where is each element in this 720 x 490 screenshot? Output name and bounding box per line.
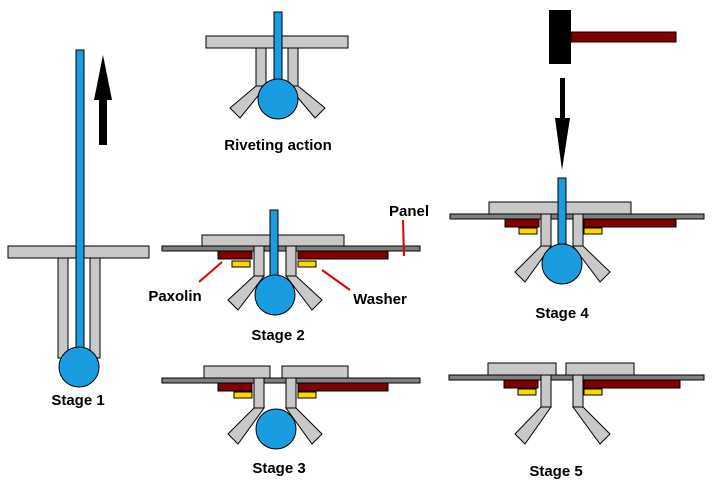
stage-5-figure: Stage 5 xyxy=(448,362,705,480)
rivet-body-right xyxy=(89,257,101,359)
paxolin-left xyxy=(503,379,539,389)
washer-right xyxy=(583,388,603,396)
paxolin-pointer xyxy=(198,261,223,283)
paxolin-right xyxy=(583,218,677,228)
rivet-body-left xyxy=(540,213,552,247)
washer-left xyxy=(233,391,253,399)
rivet-leg-right xyxy=(572,245,611,283)
washer-left xyxy=(518,227,538,235)
hammer-head xyxy=(549,10,571,64)
rivet-body-left xyxy=(255,47,267,87)
washer-right xyxy=(297,260,317,268)
mandrel-head xyxy=(255,408,297,450)
rivet-body-left xyxy=(253,245,265,277)
rivet-body-right xyxy=(285,377,297,409)
washer-left xyxy=(517,388,537,396)
stage-3-label: Stage 3 xyxy=(252,460,305,477)
stage-2-figure: Stage 2 Panel Paxolin Washer xyxy=(148,203,429,344)
panel-pointer xyxy=(402,219,405,257)
paxolin-right xyxy=(297,250,389,260)
mandrel-head xyxy=(541,243,583,285)
mandrel-stem xyxy=(557,177,567,245)
rivet-body-right xyxy=(287,47,299,87)
rivet-flange-right xyxy=(281,365,349,379)
panel-label: Panel xyxy=(389,203,429,220)
rivet-flange-right xyxy=(565,362,635,376)
pull-arrow-head xyxy=(94,55,112,100)
mandrel-head xyxy=(254,274,296,316)
stage-3-figure: Stage 3 xyxy=(161,365,421,477)
rivet-leg-left xyxy=(227,407,265,445)
rivet-body-left xyxy=(540,374,552,408)
rivet-leg-left xyxy=(514,406,552,445)
stage-1-figure: Stage 1 xyxy=(7,49,150,409)
stage-4-label: Stage 4 xyxy=(535,305,589,322)
washer-left xyxy=(231,260,251,268)
rivet-body-right xyxy=(572,374,584,408)
rivet-body-left xyxy=(57,257,69,359)
paxolin-left xyxy=(217,382,253,392)
pull-arrow-shaft xyxy=(99,95,107,145)
riveting-action-figure: Riveting action xyxy=(205,11,349,154)
washer-label: Washer xyxy=(353,291,407,308)
stage-4-figure: Stage 4 xyxy=(449,10,705,322)
rivet-flange-left xyxy=(203,365,271,379)
mandrel-stem xyxy=(273,11,283,83)
paxolin-right xyxy=(297,382,389,392)
rivet-flange-left xyxy=(487,362,557,376)
washer-right xyxy=(297,391,317,399)
rivet-leg-right xyxy=(572,406,611,445)
stage-2-label: Stage 2 xyxy=(251,327,304,344)
rivet-leg-left xyxy=(227,275,266,311)
rivet-body-right xyxy=(285,245,297,277)
rivet-body-left xyxy=(253,377,265,409)
washer-pointer xyxy=(321,269,351,291)
mandrel-head xyxy=(58,346,100,388)
paxolin-right xyxy=(583,379,681,389)
stage-1-label: Stage 1 xyxy=(51,392,104,409)
rivet-body-right xyxy=(572,213,584,247)
strike-arrow-shaft xyxy=(560,78,565,128)
stage-5-label: Stage 5 xyxy=(529,463,582,480)
rivet-leg-left xyxy=(514,245,552,283)
mandrel-head xyxy=(257,78,299,120)
paxolin-left xyxy=(217,250,253,260)
rivet-leg-right xyxy=(284,275,323,311)
washer-right xyxy=(583,227,603,235)
riveting-action-label: Riveting action xyxy=(224,137,332,154)
mandrel-stem xyxy=(75,49,85,361)
rivet-leg-right xyxy=(285,407,323,445)
paxolin-left xyxy=(504,218,540,228)
strike-arrow-head xyxy=(555,118,570,170)
hammer-handle xyxy=(570,31,677,43)
mandrel-stem xyxy=(269,209,279,277)
paxolin-label: Paxolin xyxy=(148,288,201,305)
